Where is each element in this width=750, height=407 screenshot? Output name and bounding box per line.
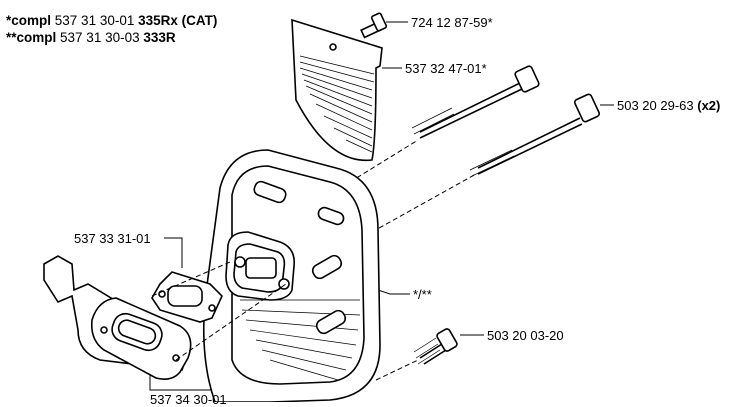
- screw-icon: [360, 12, 388, 39]
- legend-part-number: 537 31 30-03: [60, 30, 140, 45]
- legend-prefix: *compl: [6, 13, 52, 28]
- callout-cut-off: 537 34 30-01: [150, 392, 227, 407]
- legend-line-2: **compl 537 31 30-03 333R: [6, 29, 217, 46]
- legend-part-number: 537 31 30-01: [54, 13, 135, 28]
- cover-plate-icon: [90, 297, 192, 380]
- long-bolt-quantity: (x2): [697, 98, 721, 113]
- variant-legend: *compl 537 31 30-01 335Rx (CAT) **compl …: [6, 12, 217, 46]
- long-bolt-part-number: 503 20 29-63: [617, 98, 694, 113]
- callout-gasket: 537 33 31-01: [74, 231, 151, 246]
- muffler-body: [202, 149, 381, 402]
- gasket-icon: [151, 271, 223, 323]
- legend-line-1: *compl 537 31 30-01 335Rx (CAT): [6, 12, 217, 29]
- long-bolt-icon: [349, 65, 540, 183]
- long-bolt-icon: [371, 93, 601, 233]
- callout-muffler: */**: [413, 287, 432, 302]
- legend-prefix: **compl: [6, 30, 57, 45]
- bottom-screw-icon: [375, 328, 458, 381]
- legend-model: 335Rx (CAT): [138, 13, 218, 28]
- legend-model: 333R: [143, 30, 176, 45]
- callout-bottom-screw: 503 20 03-20: [487, 328, 564, 343]
- spark-screen: [291, 18, 383, 162]
- screen-hole-icon: [329, 43, 337, 51]
- callout-screen: 537 32 47-01*: [405, 61, 487, 76]
- alignment-lines: [151, 261, 287, 361]
- callout-top-screw: 724 12 87-59*: [411, 15, 493, 30]
- callout-long-bolt: 503 20 29-63 (x2): [617, 98, 720, 113]
